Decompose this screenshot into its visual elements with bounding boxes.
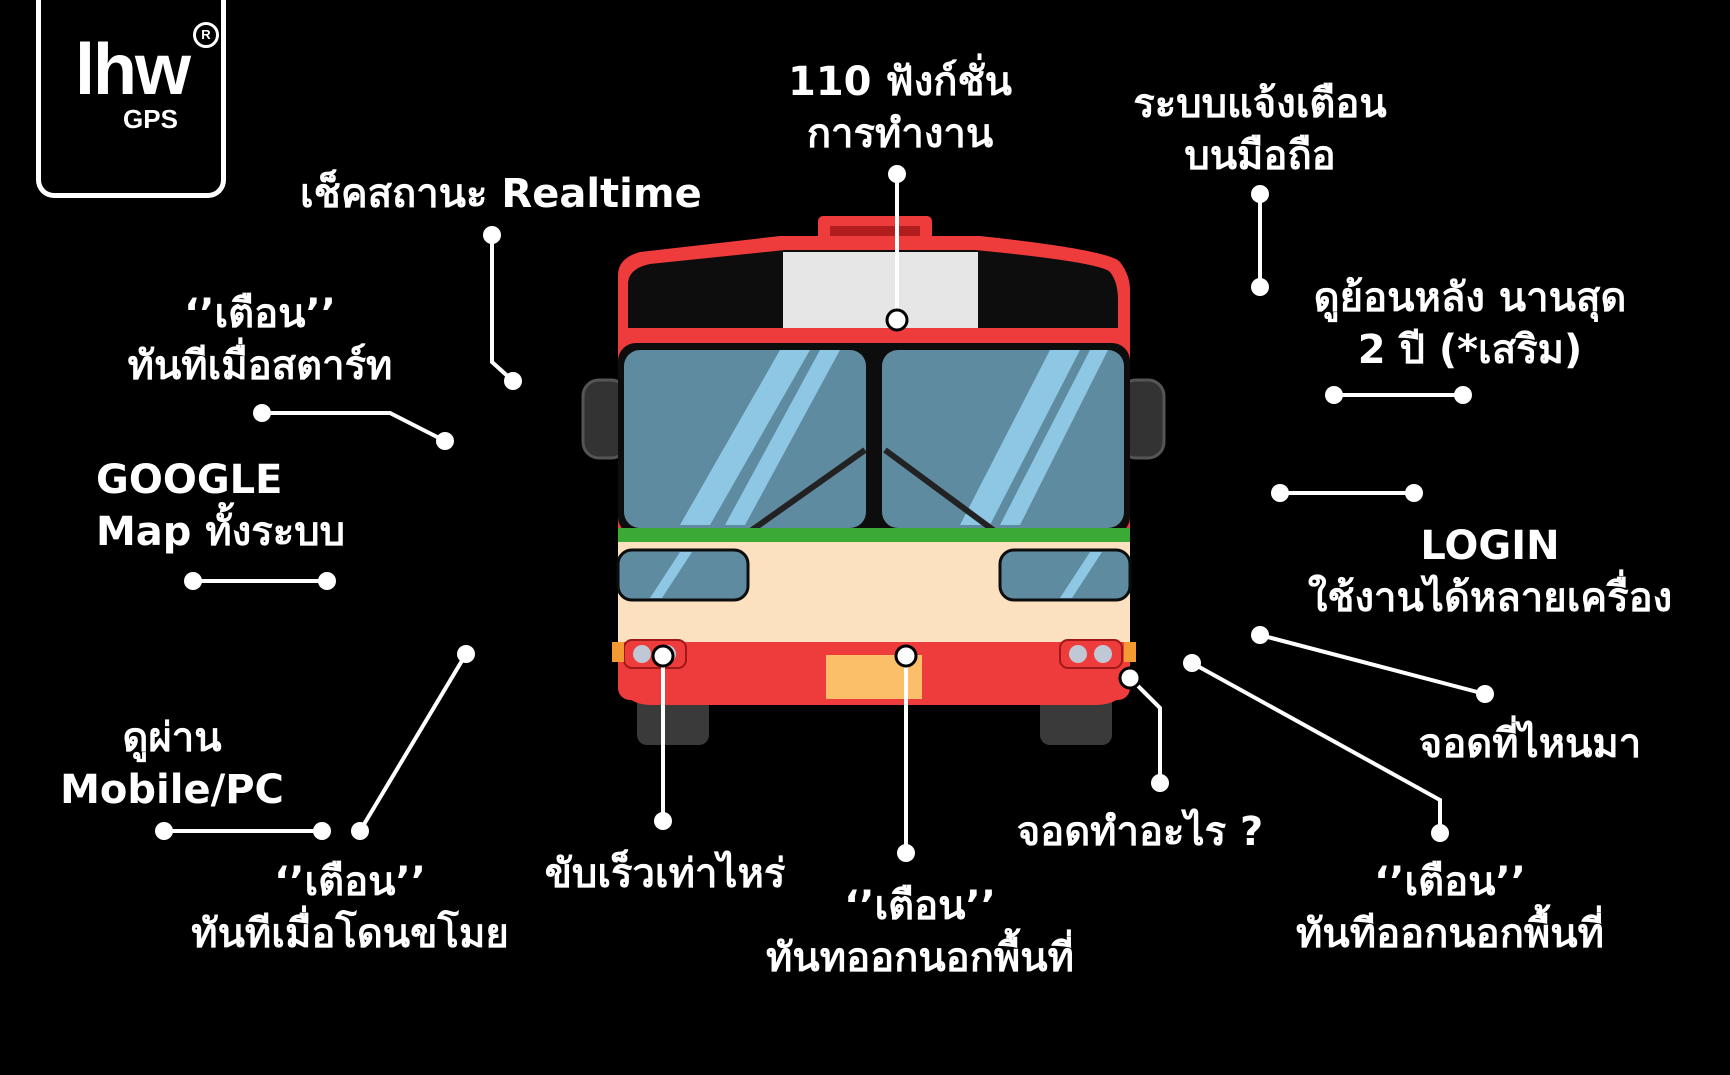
feature-theft-alert: ‘’เตือน’’ ทันทีเมื่อโดนขโมย	[191, 859, 509, 957]
feature-functions: 110 ฟังก์ชั่น การทำงาน	[788, 59, 1012, 157]
callout-dot	[504, 372, 522, 390]
callout-line-zone-right	[1191, 661, 1442, 833]
callout-line-parked-where	[1259, 633, 1486, 696]
callout-line-start-alert	[262, 411, 446, 443]
bus-side-window-right	[998, 548, 1132, 602]
callout-dot	[1183, 654, 1201, 672]
bus-green-stripe	[618, 528, 1130, 542]
callout-dot	[1405, 484, 1423, 502]
callout-dot	[897, 844, 915, 862]
feature-mobile-pc: ดูผ่าน Mobile/PC	[60, 715, 284, 813]
callout-dot	[888, 165, 906, 183]
brand-logo-mark: lhw	[75, 30, 191, 110]
callout-dot	[654, 812, 672, 830]
callout-dot	[1251, 278, 1269, 296]
bus-side-window-left	[616, 548, 750, 602]
callout-anchor	[894, 644, 918, 668]
callout-dot	[318, 572, 336, 590]
callout-anchor	[1118, 666, 1142, 690]
callout-dot	[436, 432, 454, 450]
callout-anchor	[885, 308, 909, 332]
callout-dot	[1476, 685, 1494, 703]
callout-line-realtime	[490, 235, 515, 383]
callout-dot	[1151, 774, 1169, 792]
feature-history: ดูย้อนหลัง นานสุด 2 ปี (*เสริม)	[1313, 275, 1627, 373]
callout-dot	[155, 822, 173, 840]
feature-login: LOGIN ใช้งานได้หลายเครื่อง	[1307, 523, 1673, 621]
callout-dot	[253, 404, 271, 422]
callout-dot	[351, 822, 369, 840]
callout-dot	[1271, 484, 1289, 502]
brand-logo: lhw GPS R	[36, 0, 226, 198]
callout-dot	[1251, 626, 1269, 644]
feature-start-alert: ‘’เตือน’’ ทันทีเมื่อสตาร์ท	[127, 291, 393, 389]
callout-dot	[1431, 824, 1449, 842]
feature-parked-what: จอดทำอะไร ?	[1016, 809, 1264, 855]
callout-dot	[313, 822, 331, 840]
callout-anchor	[651, 644, 675, 668]
callout-dot	[483, 226, 501, 244]
feature-mobile-alert: ระบบแจ้งเตือน บนมือถือ	[1133, 81, 1387, 179]
callout-line-parked-what	[1128, 676, 1162, 783]
bus-destination-display	[783, 252, 978, 328]
callout-dot	[457, 645, 475, 663]
bus-windshield-right	[882, 350, 1124, 528]
brand-logo-sub: GPS	[123, 104, 178, 134]
feature-google-map: GOOGLE Map ทั้งระบบ	[96, 457, 346, 555]
feature-realtime: เช็คสถานะ Realtime	[300, 171, 702, 217]
feature-zone-alert-center: ‘’เตือน’’ ทันทออกนอกพื้นที่	[765, 883, 1074, 981]
feature-zone-alert-right: ‘’เตือน’’ ทันทีออกนอกพื้นที่	[1295, 859, 1604, 957]
bus-wiper-right	[883, 447, 1002, 538]
callout-dot	[1325, 386, 1343, 404]
feature-speed: ขับเร็วเท่าไหร่	[544, 851, 786, 897]
bus-wiper-left	[743, 447, 867, 538]
callout-line-theft-alert	[358, 652, 468, 833]
callout-dot	[1454, 386, 1472, 404]
callout-dot	[184, 572, 202, 590]
callout-dot	[1251, 185, 1269, 203]
registered-mark: R	[193, 22, 219, 48]
feature-parked-where: จอดที่ไหนมา	[1418, 721, 1642, 767]
